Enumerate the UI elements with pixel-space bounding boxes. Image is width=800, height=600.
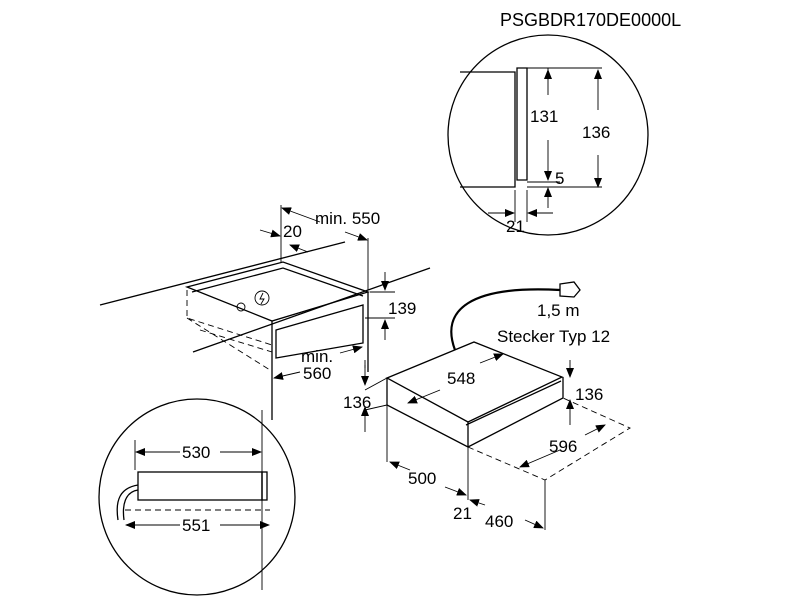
detail-circle-top: 131 136 5 21 — [447, 34, 649, 236]
dim-596: 596 — [549, 437, 577, 456]
dim-21-detail: 21 — [506, 217, 525, 236]
dim-21: 21 — [453, 504, 472, 523]
dim-5: 5 — [555, 169, 564, 188]
dim-551: 551 — [182, 516, 210, 535]
dim-139: 139 — [388, 299, 416, 318]
power-cable — [450, 288, 561, 351]
dim-548: 548 — [447, 369, 475, 388]
dim-560: 560 — [303, 364, 331, 383]
detail-circle-bottom: 530 551 — [98, 398, 296, 596]
dim-500: 500 — [408, 469, 436, 488]
plug-icon — [559, 281, 581, 298]
dim-20: 20 — [283, 222, 302, 241]
dim-131: 131 — [530, 107, 558, 126]
dim-min-550: min. 550 — [315, 209, 380, 228]
cable-length: 1,5 m — [537, 301, 580, 320]
dim-136-detail: 136 — [582, 123, 610, 142]
niche-drawing: 20 min. 550 139 min. 560 — [99, 205, 431, 420]
dim-136-left: 136 — [343, 393, 371, 412]
dim-136-right: 136 — [575, 385, 603, 404]
plug-type: Stecker Typ 12 — [497, 327, 610, 346]
dim-460: 460 — [485, 512, 513, 531]
model-code: PSGBDR170DE0000L — [500, 10, 682, 30]
appliance-drawing: 1,5 m Stecker Typ 12 548 136 136 596 500… — [343, 281, 631, 531]
dim-530: 530 — [182, 443, 210, 462]
dim-min-label: min. — [301, 347, 333, 366]
